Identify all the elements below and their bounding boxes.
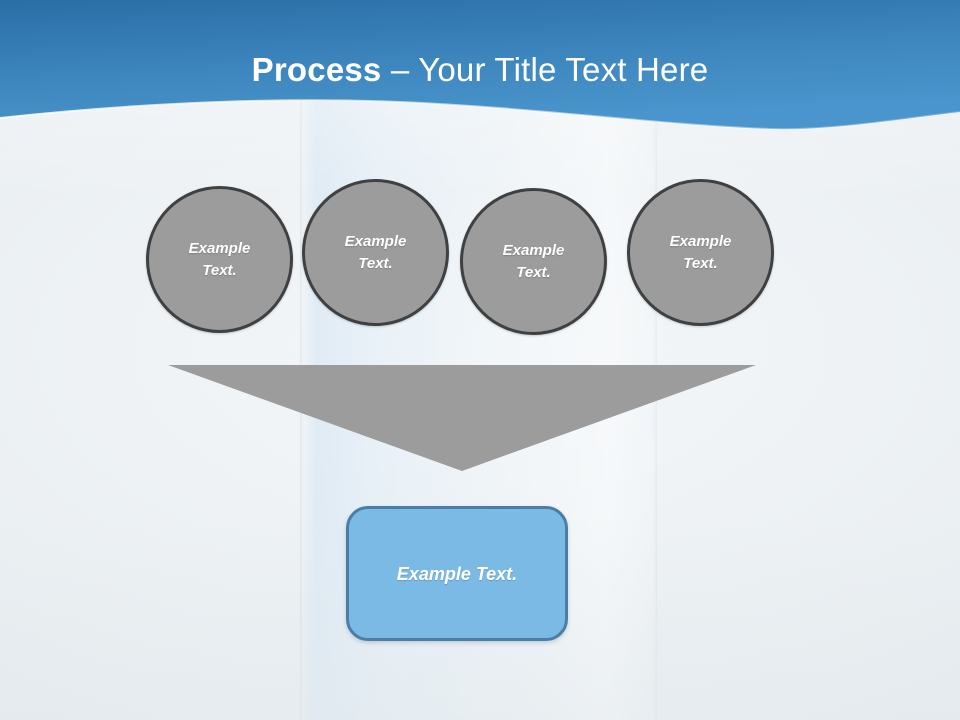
process-step-circle-2[interactable]: Example Text. bbox=[302, 179, 449, 326]
result-box[interactable]: Example Text. bbox=[346, 506, 568, 641]
page-title: Process – Your Title Text Here bbox=[0, 50, 960, 90]
process-step-circle-4[interactable]: Example Text. bbox=[627, 179, 774, 326]
process-step-circle-3[interactable]: Example Text. bbox=[460, 188, 607, 335]
page-title-bold: Process bbox=[251, 51, 382, 88]
process-step-circle-1[interactable]: Example Text. bbox=[146, 186, 293, 333]
process-step-label-2: Example Text. bbox=[344, 232, 407, 272]
page-title-rest: Your Title Text Here bbox=[418, 51, 709, 88]
process-step-label-1: Example Text. bbox=[188, 239, 251, 279]
down-arrow-icon bbox=[168, 365, 756, 471]
process-step-label-4: Example Text. bbox=[669, 232, 732, 272]
page-title-separator: – bbox=[381, 51, 419, 88]
process-step-label-3: Example Text. bbox=[502, 241, 565, 281]
header-wave-shape bbox=[0, 0, 960, 131]
result-box-label: Example Text. bbox=[396, 563, 518, 584]
